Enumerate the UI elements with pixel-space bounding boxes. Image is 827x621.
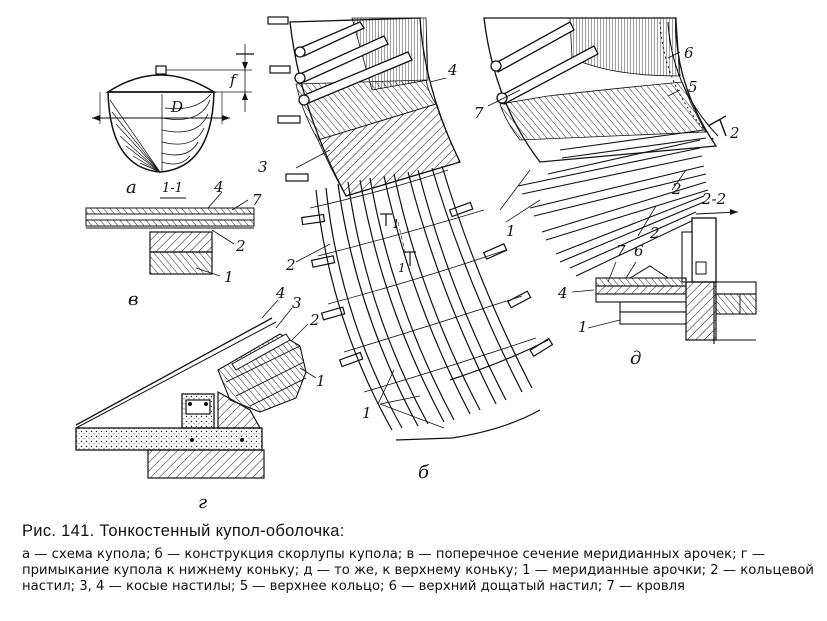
label-v-2: 2: [235, 237, 246, 255]
label-d-7: 7: [616, 242, 626, 260]
label-section-1-a: 1: [392, 217, 400, 231]
label-g-3: 3: [292, 294, 302, 312]
dome-construction-drawing: D f а 1-1 4 7 2 1 в: [75, 16, 757, 513]
ring-boards: [309, 169, 537, 393]
label-ur-7: 7: [474, 104, 484, 122]
label-section-2-2: 2-2: [701, 190, 726, 208]
figure-caption: Рис. 141. Тонкостенный купол-оболочка: а…: [22, 522, 822, 595]
dome-ring-lines: [161, 93, 212, 165]
label-d-4: 4: [557, 284, 568, 302]
caption-title: Рис. 141. Тонкостенный купол-оболочка:: [22, 522, 345, 540]
caption-legend: а — схема купола; б — конструкция скорлу…: [22, 547, 814, 594]
label-a: а: [126, 177, 137, 198]
label-d-1: 1: [578, 318, 588, 336]
label-ur-2-top: 2: [671, 180, 682, 198]
ring-board-stubs: [267, 16, 554, 368]
label-b-2: 2: [285, 256, 296, 274]
label-g: г: [198, 492, 207, 513]
label-d-6: 6: [634, 242, 644, 260]
label-v-4: 4: [213, 178, 224, 196]
dome-meridian-lines: [109, 99, 161, 173]
label-ur-2-cut: 2: [729, 124, 740, 142]
upper-fan-boards: [517, 129, 709, 277]
label-g-4: 4: [275, 284, 286, 302]
upper-ridge-plan: [483, 17, 739, 277]
label-v-7: 7: [252, 191, 262, 209]
label-v: в: [128, 289, 138, 310]
label-f: f: [229, 71, 238, 89]
label-section-1-1: 1-1: [162, 181, 183, 196]
dome-shell-construction-b: [267, 16, 554, 441]
label-section-1-b: 1: [398, 261, 406, 275]
label-d: д: [630, 348, 641, 369]
meridian-arches: [315, 165, 549, 441]
label-b-1: 1: [362, 404, 372, 422]
label-ur-5: 5: [688, 78, 698, 96]
label-g-1: 1: [316, 372, 326, 390]
label-D: D: [170, 98, 183, 116]
label-b: б: [418, 462, 430, 483]
shell-top-bars: [294, 21, 413, 106]
upper-ridge-junction-d: [571, 217, 757, 344]
label-b-4: 4: [447, 61, 458, 79]
label-ur-1: 1: [506, 222, 516, 240]
dome-scheme-a: [92, 44, 254, 173]
arch-cross-section-v: [85, 191, 255, 277]
label-g-2: 2: [309, 311, 320, 329]
label-v-1: 1: [224, 268, 234, 286]
lower-ridge-junction-g: [75, 299, 317, 479]
label-ur-2-bottom: 2: [649, 224, 660, 242]
label-ur-6: 6: [684, 44, 694, 62]
label-b-3: 3: [258, 158, 268, 176]
